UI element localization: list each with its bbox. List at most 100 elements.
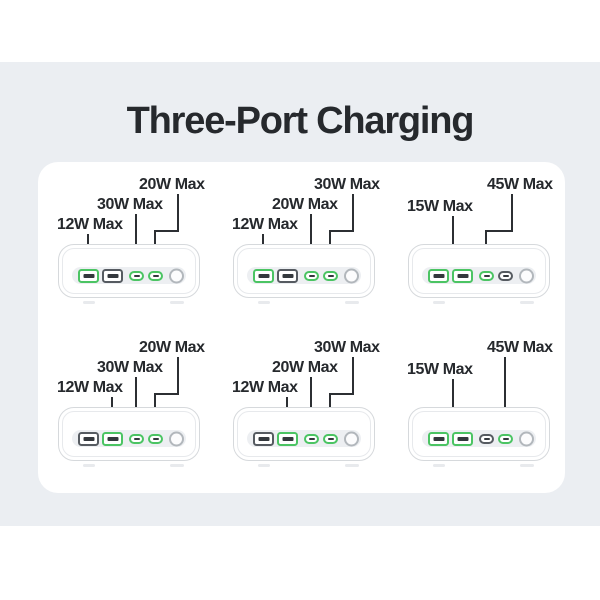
callout-line bbox=[310, 214, 312, 267]
power-button-icon bbox=[344, 431, 359, 446]
power-button-icon bbox=[519, 431, 534, 446]
usb-a-port-2-icon bbox=[452, 431, 473, 446]
powerbank-front bbox=[58, 407, 200, 461]
usb-a-port-1-icon bbox=[78, 431, 99, 446]
port-wattage-label: 20W Max bbox=[272, 196, 338, 213]
power-button-icon bbox=[519, 268, 534, 283]
usb-a-port-2-icon bbox=[102, 268, 123, 283]
callout-line bbox=[135, 377, 137, 430]
device-base-mark bbox=[345, 301, 359, 304]
port-wattage-label: 45W Max bbox=[487, 176, 553, 193]
usb-c-port-2-icon bbox=[323, 270, 338, 281]
device-diagram-bottom-right: 45W Max 15W Max bbox=[390, 333, 565, 493]
port-strip bbox=[247, 267, 361, 284]
usb-a-port-2-icon bbox=[277, 431, 298, 446]
callout-line bbox=[329, 230, 354, 232]
usb-a-port-1-icon bbox=[253, 268, 274, 283]
usb-c-port-2-icon bbox=[323, 433, 338, 444]
power-button-icon bbox=[169, 431, 184, 446]
port-strip bbox=[422, 267, 536, 284]
usb-a-port-1-icon bbox=[428, 268, 449, 283]
page-title: Three-Port Charging bbox=[126, 100, 475, 142]
device-inner-outline bbox=[237, 248, 371, 294]
port-wattage-label: 20W Max bbox=[272, 359, 338, 376]
device-base-mark bbox=[520, 301, 534, 304]
device-diagram-bottom-left: 20W Max 30W Max 12W Max bbox=[40, 333, 215, 493]
port-wattage-label: 12W Max bbox=[57, 216, 123, 233]
device-base-mark bbox=[520, 464, 534, 467]
usb-a-port-2-icon bbox=[452, 268, 473, 283]
device-base-mark bbox=[345, 464, 359, 467]
powerbank-front bbox=[408, 407, 550, 461]
device-inner-outline bbox=[62, 411, 196, 457]
powerbank-front bbox=[233, 407, 375, 461]
device-diagram-top-left: 20W Max 30W Max 12W Max bbox=[40, 170, 215, 330]
callout-line bbox=[504, 357, 506, 430]
callout-line bbox=[452, 379, 454, 422]
port-strip bbox=[247, 430, 361, 447]
usb-c-port-1-icon bbox=[304, 270, 319, 281]
device-base-mark bbox=[170, 464, 184, 467]
port-wattage-label: 20W Max bbox=[139, 176, 205, 193]
callout-line bbox=[352, 194, 354, 232]
device-diagram-bottom-center: 30W Max 20W Max 12W Max bbox=[215, 333, 390, 493]
usb-c-port-1-icon bbox=[479, 270, 494, 281]
callout-line bbox=[352, 357, 354, 395]
usb-c-port-1-icon bbox=[479, 433, 494, 444]
usb-a-port-1-icon bbox=[78, 268, 99, 283]
port-wattage-label: 12W Max bbox=[232, 379, 298, 396]
device-base-mark bbox=[83, 301, 95, 304]
usb-c-port-1-icon bbox=[129, 433, 144, 444]
callout-line bbox=[154, 393, 179, 395]
device-diagram-top-right: 45W Max 15W Max bbox=[390, 170, 565, 330]
device-base-mark bbox=[258, 464, 270, 467]
usb-a-port-2-icon bbox=[277, 268, 298, 283]
usb-c-port-1-icon bbox=[129, 270, 144, 281]
callout-line bbox=[511, 194, 513, 232]
usb-c-port-1-icon bbox=[304, 433, 319, 444]
callout-line bbox=[329, 393, 354, 395]
callout-line bbox=[135, 214, 137, 267]
powerbank-front bbox=[408, 244, 550, 298]
port-wattage-label: 15W Max bbox=[407, 198, 473, 215]
callout-line bbox=[310, 377, 312, 430]
usb-c-port-2-icon bbox=[498, 433, 513, 444]
usb-c-port-2-icon bbox=[148, 270, 163, 281]
device-base-mark bbox=[258, 301, 270, 304]
device-base-mark bbox=[170, 301, 184, 304]
device-inner-outline bbox=[412, 411, 546, 457]
device-diagram-top-center: 30W Max 20W Max 12W Max bbox=[215, 170, 390, 330]
device-inner-outline bbox=[62, 248, 196, 294]
port-wattage-label: 15W Max bbox=[407, 361, 473, 378]
usb-a-port-2-icon bbox=[102, 431, 123, 446]
callout-line bbox=[485, 230, 513, 232]
usb-c-port-2-icon bbox=[148, 433, 163, 444]
device-base-mark bbox=[83, 464, 95, 467]
device-base-mark bbox=[433, 464, 445, 467]
port-wattage-label: 30W Max bbox=[97, 196, 163, 213]
usb-a-port-1-icon bbox=[428, 431, 449, 446]
usb-a-port-1-icon bbox=[253, 431, 274, 446]
port-wattage-label: 30W Max bbox=[314, 339, 380, 356]
device-inner-outline bbox=[237, 411, 371, 457]
callout-line bbox=[177, 357, 179, 395]
port-wattage-label: 45W Max bbox=[487, 339, 553, 356]
device-base-mark bbox=[433, 301, 445, 304]
port-wattage-label: 12W Max bbox=[57, 379, 123, 396]
port-strip bbox=[422, 430, 536, 447]
power-button-icon bbox=[169, 268, 184, 283]
port-wattage-label: 12W Max bbox=[232, 216, 298, 233]
powerbank-front bbox=[58, 244, 200, 298]
usb-c-port-2-icon bbox=[498, 270, 513, 281]
power-button-icon bbox=[344, 268, 359, 283]
port-strip bbox=[72, 267, 186, 284]
port-wattage-label: 20W Max bbox=[139, 339, 205, 356]
port-strip bbox=[72, 430, 186, 447]
port-wattage-label: 30W Max bbox=[314, 176, 380, 193]
callout-line bbox=[452, 216, 454, 259]
device-inner-outline bbox=[412, 248, 546, 294]
powerbank-front bbox=[233, 244, 375, 298]
callout-line bbox=[154, 230, 179, 232]
callout-line bbox=[177, 194, 179, 232]
port-wattage-label: 30W Max bbox=[97, 359, 163, 376]
